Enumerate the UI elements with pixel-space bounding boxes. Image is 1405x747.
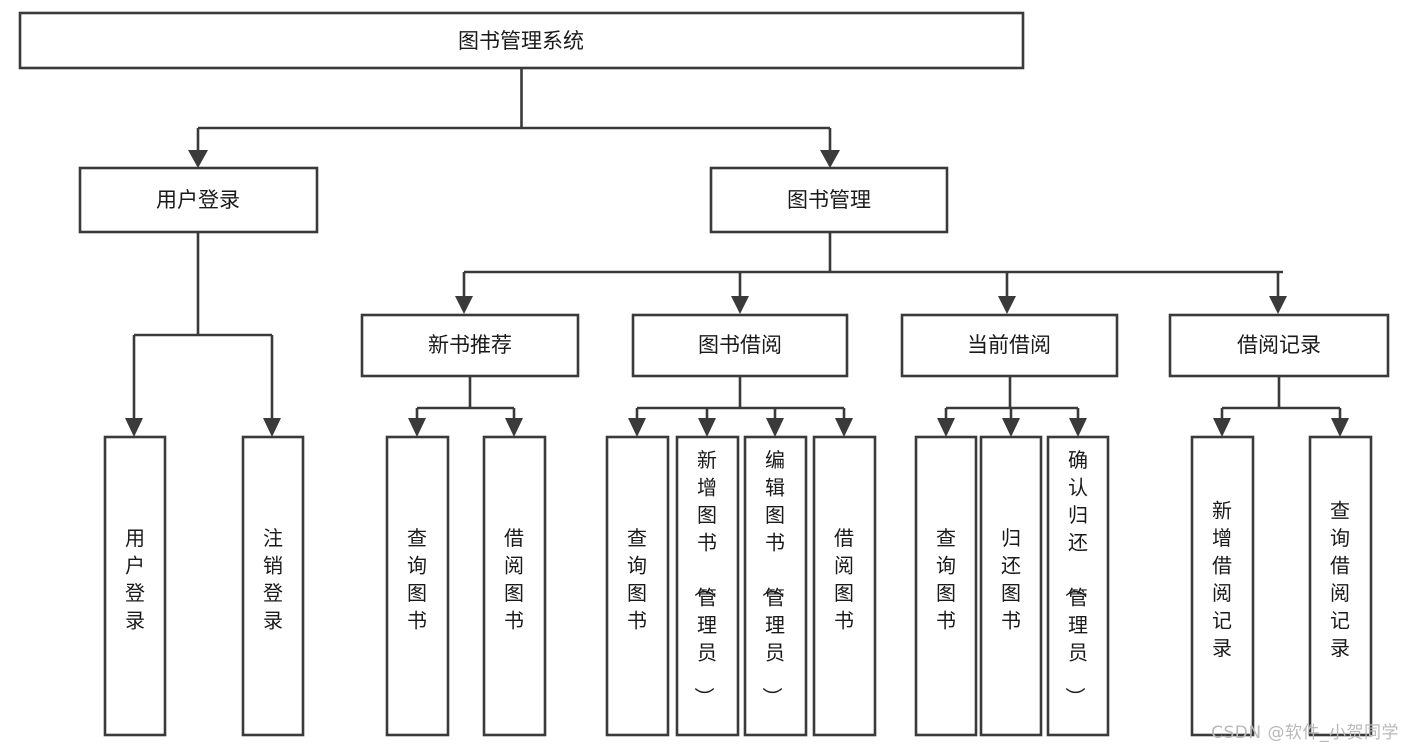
node-borrow-record-label: 借阅记录 (1237, 333, 1321, 357)
leaf-group-borrow-record (1190, 435, 1373, 737)
node-current-borrow-box[interactable] (900, 313, 1119, 378)
connector-group-book-management (455, 232, 1287, 314)
arrow-head-icon (455, 296, 473, 314)
leaf-query-book-1-box[interactable] (385, 435, 450, 737)
connector-group-new-book-recommend (408, 376, 523, 437)
arrow-head-icon (408, 418, 426, 437)
node-user-login-label: 用户登录 (156, 188, 240, 212)
arrow-head-icon (125, 418, 143, 437)
arrow-head-icon (628, 418, 646, 437)
connector-group-book-borrow (628, 376, 853, 437)
leaf-add-borrow-record-label: 新增借阅记录 (1212, 498, 1232, 660)
leaf-query-book-3-box[interactable] (914, 435, 978, 737)
connector-group-borrow-record (1213, 376, 1349, 437)
arrow-head-icon (998, 296, 1016, 314)
connector-group-root (188, 68, 840, 168)
leaf-group-current-borrow (914, 435, 1110, 737)
leaf-confirm-return-admin-label: 确认归还（管理员） (1063, 448, 1088, 707)
leaf-query-book-2-label: 查询图书 (627, 526, 647, 633)
arrow-head-icon (937, 418, 955, 437)
arrow-head-icon (1069, 418, 1087, 437)
leaf-group-new-book-recommend (385, 435, 547, 737)
node-root-label: 图书管理系统 (458, 29, 584, 53)
node-new-book-recommend-label: 新书推荐 (428, 333, 512, 357)
arrow-head-icon (835, 418, 853, 437)
node-current-borrow-label: 当前借阅 (967, 333, 1051, 357)
node-book-borrow-label: 图书借阅 (698, 333, 782, 357)
connector-group-current-borrow (937, 376, 1087, 437)
node-new-book-recommend-box[interactable] (360, 313, 580, 378)
leaf-add-borrow-record-box[interactable] (1190, 435, 1255, 737)
node-book-borrow[interactable]: 图书借阅 (631, 313, 849, 378)
arrow-head-icon (766, 418, 784, 437)
node-root-box[interactable] (18, 11, 1025, 70)
leaf-confirm-return-admin-box[interactable] (1046, 435, 1110, 737)
leaf-query-book-2-box[interactable] (605, 435, 670, 737)
leaf-user-login-label: 用户登录 (125, 526, 145, 633)
watermark-text: CSDN @软件_小贺同学 (1211, 723, 1399, 743)
leaf-query-borrow-record-box[interactable] (1308, 435, 1373, 737)
arrow-head-icon (263, 418, 281, 437)
leaf-query-book-3-label: 查询图书 (936, 526, 956, 633)
leaf-borrow-book-1-box[interactable] (482, 435, 547, 737)
node-book-management-label: 图书管理 (787, 188, 871, 212)
leaf-return-book-box[interactable] (979, 435, 1043, 737)
node-user-login-box[interactable] (78, 166, 319, 234)
node-root[interactable]: 图书管理系统 (18, 11, 1025, 70)
node-new-book-recommend[interactable]: 新书推荐 (360, 313, 580, 378)
leaf-edit-book-admin-label: 编辑图书（管理员） (760, 448, 785, 707)
leaf-group-book-borrow (605, 435, 877, 737)
arrow-head-icon (1213, 418, 1231, 437)
node-book-management-box[interactable] (709, 166, 949, 234)
connector-group-user-login (125, 232, 281, 437)
node-borrow-record[interactable]: 借阅记录 (1168, 313, 1390, 378)
leaf-labels: 用户登录 注销登录 查询图书 借阅图书 查询图书 新增图书（管理员） 编辑图书（… (125, 448, 1350, 707)
leaf-add-book-admin-label: 新增图书（管理员） (692, 448, 717, 707)
arrow-head-icon (505, 418, 523, 437)
arrow-head-icon (188, 150, 208, 168)
arrow-head-icon (820, 150, 840, 168)
arrow-head-icon (1002, 418, 1020, 437)
arrow-head-icon (1331, 418, 1349, 437)
leaf-query-borrow-record-label: 查询借阅记录 (1330, 498, 1350, 660)
node-book-management[interactable]: 图书管理 (709, 166, 949, 234)
leaf-borrow-book-2-box[interactable] (812, 435, 877, 737)
node-current-borrow[interactable]: 当前借阅 (900, 313, 1119, 378)
leaf-edit-book-admin-box[interactable] (743, 435, 808, 737)
leaf-group-user-login (103, 435, 305, 737)
leaf-return-book-label: 归还图书 (1001, 526, 1021, 633)
arrow-head-icon (731, 296, 749, 314)
leaf-borrow-book-1-label: 借阅图书 (504, 526, 524, 633)
node-book-borrow-box[interactable] (631, 313, 849, 378)
leaf-add-book-admin-box[interactable] (675, 435, 740, 737)
leaf-borrow-book-2-label: 借阅图书 (834, 526, 854, 633)
leaf-user-login-box[interactable] (103, 435, 167, 737)
leaf-logout-login-box[interactable] (241, 435, 305, 737)
node-borrow-record-box[interactable] (1168, 313, 1390, 378)
leaf-logout-login-label: 注销登录 (263, 526, 283, 633)
arrow-head-icon (1269, 296, 1287, 314)
node-user-login[interactable]: 用户登录 (78, 166, 319, 234)
leaf-query-book-1-label: 查询图书 (407, 526, 427, 633)
arrow-head-icon (698, 418, 716, 437)
